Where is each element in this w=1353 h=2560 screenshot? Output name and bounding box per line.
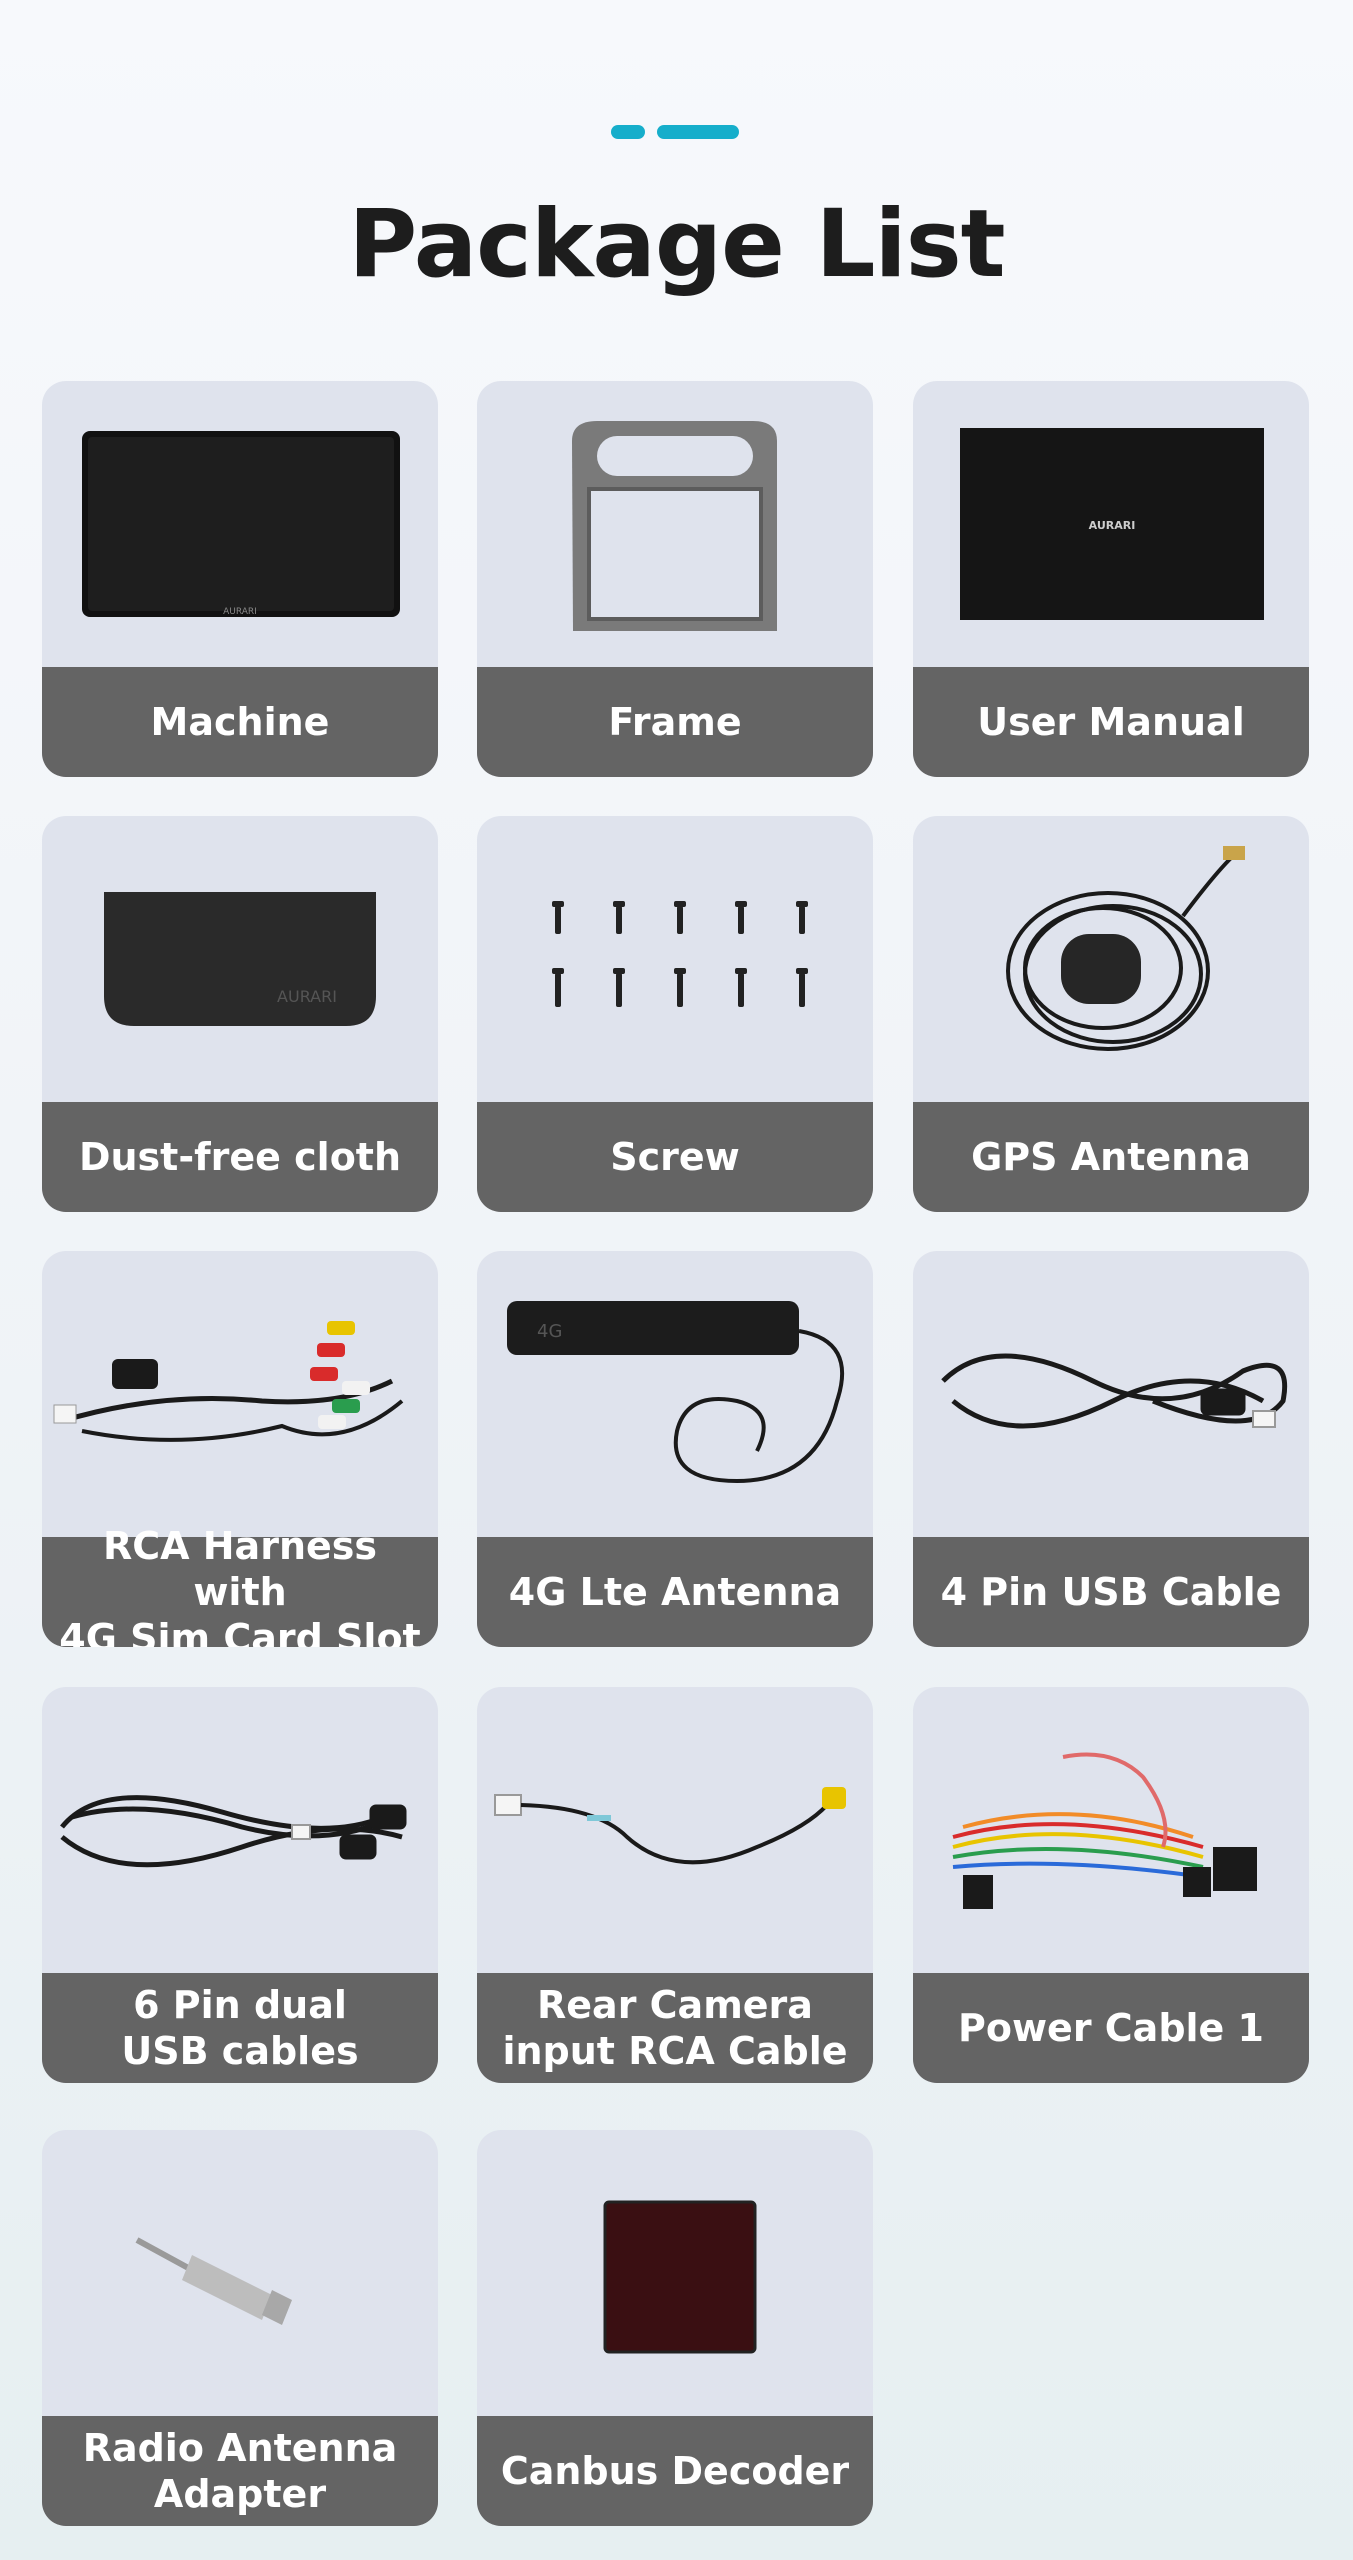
package-item-machine: AURARI Machine (42, 381, 438, 777)
package-item-dust-free-cloth: AURARI Dust-free cloth (42, 816, 438, 1212)
item-label: Power Cable 1 (913, 1973, 1309, 2083)
head-unit-icon: AURARI (42, 381, 438, 667)
package-item-screw: Screw (477, 816, 873, 1212)
canbus-decoder-icon (477, 2130, 873, 2416)
screws-icon (477, 816, 873, 1102)
item-label: Machine (42, 667, 438, 777)
package-item-rca-harness: RCA Harness with 4G Sim Card Slot (42, 1251, 438, 1647)
package-item-power-cable: Power Cable 1 (913, 1687, 1309, 2083)
lte-antenna-icon: 4G (477, 1251, 873, 1537)
item-label: Canbus Decoder (477, 2416, 873, 2526)
manual-icon: AURARI (913, 381, 1309, 667)
cloth-icon: AURARI (42, 816, 438, 1102)
item-label: GPS Antenna (913, 1102, 1309, 1212)
item-label: Dust-free cloth (42, 1102, 438, 1212)
package-item-4g-lte-antenna: 4G 4G Lte Antenna (477, 1251, 873, 1647)
package-item-gps-antenna: GPS Antenna (913, 816, 1309, 1212)
svg-text:4G: 4G (537, 1321, 562, 1342)
item-label: 4G Lte Antenna (477, 1537, 873, 1647)
item-label: Radio Antenna Adapter (42, 2416, 438, 2526)
item-label: Rear Camera input RCA Cable (477, 1973, 873, 2083)
gps-antenna-icon (913, 816, 1309, 1102)
item-label: User Manual (913, 667, 1309, 777)
power-harness-icon (913, 1687, 1309, 1973)
svg-text:AURARI: AURARI (1089, 519, 1136, 532)
dash-frame-icon (477, 381, 873, 667)
rca-camera-cable-icon (477, 1687, 873, 1973)
svg-text:AURARI: AURARI (277, 987, 337, 1006)
package-item-4-pin-usb-cable: 4 Pin USB Cable (913, 1251, 1309, 1647)
package-item-user-manual: AURARI User Manual (913, 381, 1309, 777)
antenna-adapter-icon (42, 2130, 438, 2416)
rca-harness-icon (42, 1251, 438, 1537)
package-item-radio-antenna-adapter: Radio Antenna Adapter (42, 2130, 438, 2526)
item-label: 4 Pin USB Cable (913, 1537, 1309, 1647)
page-title: Package List (348, 190, 1005, 299)
svg-text:AURARI: AURARI (223, 607, 257, 617)
item-label: Screw (477, 1102, 873, 1212)
item-label: 6 Pin dual USB cables (42, 1973, 438, 2083)
item-label: Frame (477, 667, 873, 777)
usb-cable-icon (913, 1251, 1309, 1537)
package-item-frame: Frame (477, 381, 873, 777)
package-item-rear-camera-rca-cable: Rear Camera input RCA Cable (477, 1687, 873, 2083)
package-item-canbus-decoder: Canbus Decoder (477, 2130, 873, 2526)
package-item-6-pin-dual-usb: 6 Pin dual USB cables (42, 1687, 438, 2083)
item-label: RCA Harness with 4G Sim Card Slot (42, 1524, 438, 1647)
dual-usb-cable-icon (42, 1687, 438, 1973)
